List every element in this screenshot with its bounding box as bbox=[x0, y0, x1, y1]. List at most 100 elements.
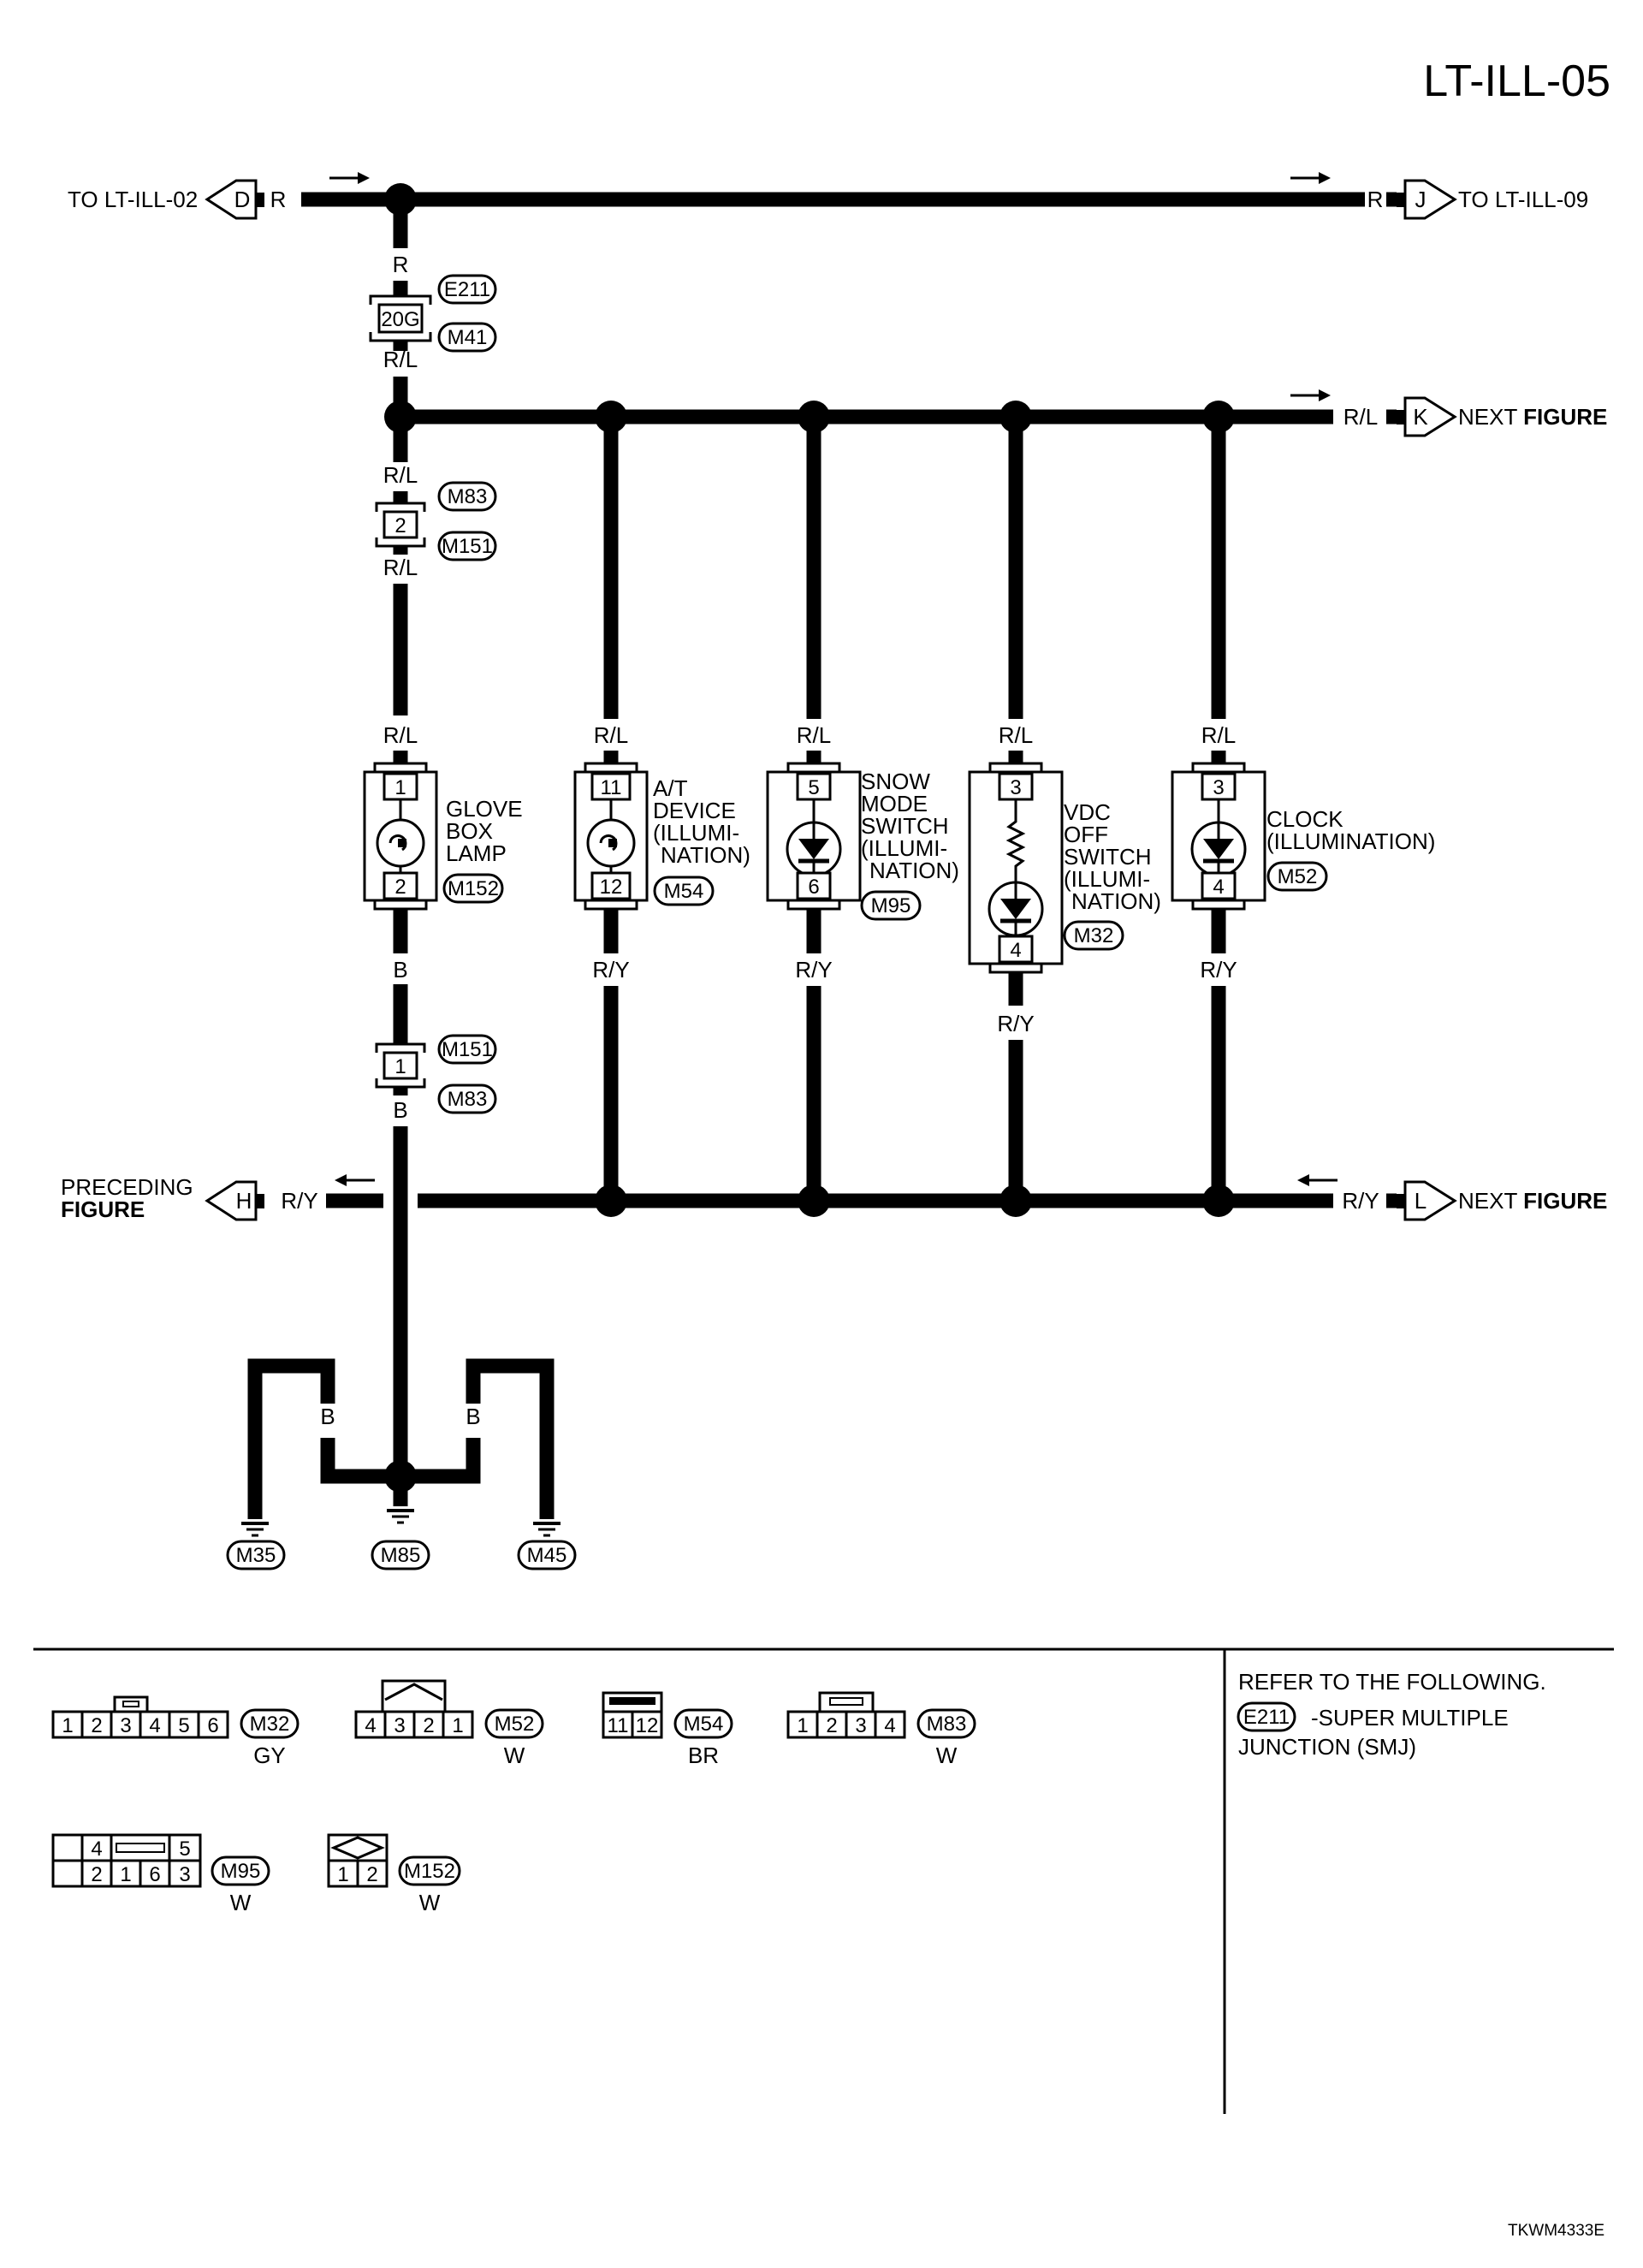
pin-number: 4 bbox=[1010, 939, 1021, 962]
wire-color-label: R/L bbox=[797, 722, 831, 748]
splice-dot bbox=[595, 1184, 627, 1217]
connector-tag-j bbox=[1403, 179, 1457, 220]
connector-ref-m41 bbox=[437, 322, 497, 353]
connector-ref-m151 bbox=[437, 531, 497, 561]
footer-code: TKWM4333E bbox=[1508, 2222, 1604, 2240]
component-name-line: (ILLUMI- bbox=[1064, 866, 1150, 892]
connector-tag-l bbox=[1403, 1180, 1457, 1221]
arrow-right-icon bbox=[1290, 389, 1331, 401]
joint-m83-lower: 1 M151 M83 B bbox=[375, 984, 497, 1476]
legend-pin: 12 bbox=[636, 1714, 659, 1737]
component-name-line: BOX bbox=[446, 818, 493, 844]
legend-code: M95 bbox=[221, 1860, 261, 1883]
ground-ref-m85 bbox=[371, 1540, 430, 1570]
legend-color: W bbox=[230, 1890, 252, 1915]
legend-pin: 6 bbox=[207, 1714, 218, 1737]
splice-dot bbox=[798, 1184, 830, 1217]
legend-pin: 2 bbox=[826, 1714, 837, 1737]
connector-ref-m83 bbox=[437, 481, 497, 512]
pin-box bbox=[998, 935, 1034, 964]
legend-code: M83 bbox=[927, 1713, 967, 1736]
rl-bus: R/L K NEXT FIGURE bbox=[384, 389, 1607, 437]
legend-pin: 3 bbox=[179, 1863, 190, 1886]
component-name-line: SWITCH bbox=[1064, 844, 1152, 870]
ry-bus-left-destination-plain: PRECEDING bbox=[61, 1174, 193, 1200]
ry-bus-right-destination-bold: FIGURE bbox=[1523, 1188, 1607, 1214]
connector-tag-h-label: H bbox=[236, 1188, 252, 1214]
component-name-line: (ILLUMI- bbox=[653, 820, 739, 846]
joint-pin-number: 20G bbox=[381, 308, 419, 331]
connector-ref-e211 bbox=[437, 274, 497, 305]
legend-pin: 5 bbox=[178, 1714, 189, 1737]
component-glove-box-lamp: R/L 1 2 GLOVE BOX LAMP M152 B bbox=[363, 722, 523, 983]
wire-color-label: B bbox=[393, 1097, 407, 1123]
legend-color: W bbox=[504, 1743, 525, 1768]
pin-number: 4 bbox=[1213, 876, 1224, 899]
rl-bus-destination: NEXT FIGURE bbox=[1458, 404, 1607, 430]
wire-color-label: B bbox=[247, 1404, 262, 1429]
component-clock: R/L 3 4 CLOCK (ILLUMINATION) M52 R/Y bbox=[1171, 417, 1435, 1201]
refer-note-heading: REFER TO THE FOLLOWING. bbox=[1238, 1669, 1546, 1695]
ground-symbol-icon bbox=[241, 1522, 269, 1537]
refer-note-line1: -SUPER MULTIPLE bbox=[1311, 1705, 1509, 1731]
wire-color-label: R/L bbox=[383, 462, 418, 488]
legend-pin: 4 bbox=[149, 1714, 160, 1737]
connector-tag-k-label: K bbox=[1413, 404, 1428, 430]
pin-number: 6 bbox=[808, 876, 819, 899]
wire-color-label: R/L bbox=[383, 347, 418, 372]
connector-ref-m95-label: M95 bbox=[871, 894, 911, 917]
pin-number: 12 bbox=[600, 876, 623, 899]
terminal-stub bbox=[1397, 1194, 1405, 1208]
ground-ref-m35-label: M35 bbox=[236, 1544, 276, 1567]
legend-pin: 11 bbox=[608, 1714, 629, 1737]
ground-symbol-icon bbox=[533, 1522, 561, 1537]
component-name-line: CLOCK bbox=[1266, 806, 1343, 832]
legend-pin: 3 bbox=[394, 1714, 405, 1737]
component-name-line: SNOW bbox=[861, 769, 930, 794]
rl-bus-destination-plain: NEXT bbox=[1458, 404, 1517, 430]
arrow-right-icon bbox=[329, 172, 370, 184]
legend-color: GY bbox=[253, 1743, 286, 1768]
connector-ref-m41-label: M41 bbox=[448, 326, 488, 349]
pin-box bbox=[383, 871, 418, 900]
connector-ref-m32-label: M32 bbox=[1074, 924, 1114, 947]
arrow-left-icon bbox=[1297, 1174, 1338, 1186]
legend-pin: 3 bbox=[855, 1714, 866, 1737]
wire-color-label: R/L bbox=[1201, 722, 1236, 748]
terminal-stub bbox=[1397, 410, 1405, 425]
refer-note-code: E211 bbox=[1243, 1706, 1290, 1729]
wire-color-label: R/Y bbox=[997, 1011, 1034, 1036]
wire-color-label: B bbox=[466, 1404, 480, 1429]
legend-pin: 1 bbox=[797, 1714, 808, 1737]
legend-connector-m83: 1 2 3 4 M83 W bbox=[786, 1691, 976, 1768]
pin-box bbox=[796, 871, 832, 900]
smj-joint-connector: R 20G E211 M41 R/L bbox=[369, 199, 497, 417]
wire-color-label: R/L bbox=[383, 555, 418, 580]
pin-number: 1 bbox=[394, 776, 406, 799]
top-bus-right-destination: TO LT-ILL-09 bbox=[1458, 187, 1588, 212]
legend-code: M54 bbox=[684, 1713, 724, 1736]
wire-color-label: R/Y bbox=[592, 957, 629, 983]
terminal-stub bbox=[1397, 193, 1405, 207]
pin-box bbox=[796, 772, 832, 801]
connector-ref-e211-label: E211 bbox=[444, 278, 490, 301]
terminal-stub bbox=[256, 1194, 264, 1208]
connector-ref-m151-label: M151 bbox=[442, 1038, 493, 1061]
page-id: LT-ILL-05 bbox=[1423, 56, 1610, 106]
legend-color: W bbox=[419, 1890, 441, 1915]
pin-box bbox=[1201, 772, 1237, 801]
connector-tag-j-label: J bbox=[1415, 187, 1427, 212]
joint-pin-box bbox=[383, 510, 418, 539]
connector-ref-m83 bbox=[437, 1084, 497, 1114]
led-icon bbox=[1190, 821, 1247, 877]
pin-box bbox=[590, 871, 632, 900]
ry-bus: PRECEDING FIGURE H R/Y R/Y L NEXT FIGURE bbox=[61, 1174, 1607, 1222]
ry-bus-left-destination-bold: FIGURE bbox=[61, 1196, 145, 1222]
connector-ref-m32 bbox=[1063, 920, 1124, 951]
ground-ref-m45 bbox=[517, 1540, 577, 1570]
splice-dot bbox=[384, 1460, 417, 1493]
pin-number: 2 bbox=[394, 876, 406, 899]
terminal-stub bbox=[256, 193, 264, 207]
component-name-line: NATION) bbox=[1071, 888, 1161, 914]
